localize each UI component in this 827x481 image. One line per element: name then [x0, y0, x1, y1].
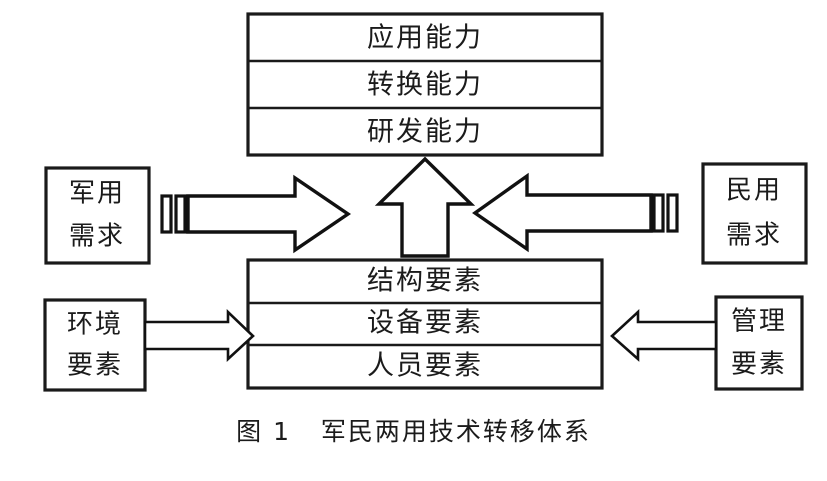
left-tick-bar-1	[160, 194, 173, 234]
civil-to-center-arrow	[472, 172, 653, 253]
management-factor-line2: 要素	[731, 350, 787, 380]
military-demand-line2: 需求	[69, 222, 125, 252]
left-tick-bars	[160, 194, 187, 234]
element-box-outline	[246, 258, 604, 390]
civil-demand-outline	[701, 162, 808, 265]
element-box: 结构要素 设备要素 人员要素	[246, 258, 604, 390]
capability-row-转换能力: 转换能力	[367, 70, 483, 101]
figure-caption: 图 1 军民两用技术转移体系	[236, 417, 591, 446]
capability-row-应用能力: 应用能力	[367, 23, 483, 54]
civil-demand-box: 民用 需求	[701, 162, 808, 265]
military-to-center-arrow	[186, 174, 352, 254]
environment-factor-box: 环境 要素	[43, 298, 147, 392]
environment-factor-line1: 环境	[67, 310, 123, 340]
management-factor-box: 管理 要素	[714, 295, 804, 391]
capability-box: 应用能力 转换能力 研发能力	[246, 12, 604, 157]
military-demand-outline	[44, 166, 151, 265]
management-to-elements-arrow	[610, 309, 718, 362]
element-row-人员要素: 人员要素	[367, 351, 483, 382]
capability-row-研发能力: 研发能力	[367, 117, 483, 148]
environment-factor-line2: 要素	[67, 351, 123, 381]
element-row-结构要素: 结构要素	[367, 266, 483, 297]
management-factor-line1: 管理	[731, 307, 787, 337]
center-up-arrow	[374, 156, 476, 258]
civil-demand-line2: 需求	[726, 221, 782, 251]
right-tick-bar-2	[666, 193, 679, 233]
right-tick-bars	[652, 193, 679, 233]
military-demand-box: 军用 需求	[44, 166, 151, 265]
military-demand-line1: 军用	[69, 179, 125, 209]
right-tick-bar-1	[652, 193, 665, 233]
element-row-设备要素: 设备要素	[367, 308, 483, 339]
environment-to-elements-arrow	[143, 308, 255, 362]
capability-box-outline	[246, 12, 604, 157]
civil-demand-line1: 民用	[726, 176, 782, 206]
left-tick-bar-2	[174, 194, 187, 234]
